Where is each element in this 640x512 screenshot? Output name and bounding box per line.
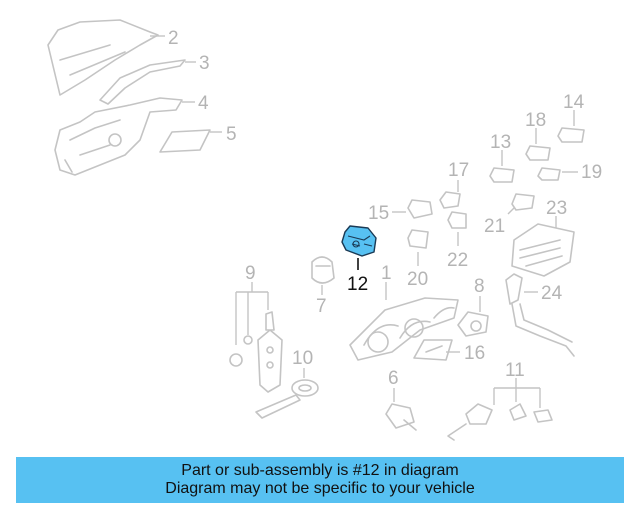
callout-5: 5 xyxy=(226,124,237,145)
callout-24: 24 xyxy=(541,283,563,304)
part-1-instrument-cluster xyxy=(349,282,459,361)
part-23-control-unit xyxy=(511,216,575,277)
info-banner: Part or sub-assembly is #12 in diagram D… xyxy=(16,457,624,503)
callout-12: 12 xyxy=(347,274,368,295)
callout-6: 6 xyxy=(388,368,399,389)
part-5-plate xyxy=(159,129,222,153)
part-24-wiring xyxy=(505,273,575,357)
part-12-switch xyxy=(341,225,377,270)
part-4-bracket xyxy=(54,97,195,176)
callout-2: 2 xyxy=(168,28,179,49)
callout-15: 15 xyxy=(368,203,389,224)
part-15-connector xyxy=(392,199,433,219)
callout-10: 10 xyxy=(292,348,313,369)
parts-diagram: 2 3 4 5 14 18 13 17 19 15 23 21 12 22 9 … xyxy=(47,19,602,441)
callout-19: 19 xyxy=(581,162,602,183)
part-13-switch xyxy=(489,150,515,183)
part-9-key-set xyxy=(229,282,283,393)
part-10-key-blade xyxy=(255,368,319,419)
part-17-switch xyxy=(439,180,461,209)
callout-17: 17 xyxy=(448,160,469,181)
callout-11: 11 xyxy=(505,360,525,381)
part-21-switch xyxy=(507,193,535,215)
callout-1: 1 xyxy=(381,263,392,284)
part-11-sensor-set xyxy=(447,378,553,441)
callout-18: 18 xyxy=(525,110,546,131)
callout-3: 3 xyxy=(199,53,210,74)
callout-22: 22 xyxy=(447,250,468,271)
callout-23: 23 xyxy=(546,198,567,219)
callout-16: 16 xyxy=(464,343,485,364)
part-22-switch xyxy=(447,211,467,246)
banner-line-1: Part or sub-assembly is #12 in diagram xyxy=(181,462,459,479)
callout-8: 8 xyxy=(474,276,485,297)
callout-4: 4 xyxy=(198,93,209,114)
part-2-panel xyxy=(47,19,165,96)
banner-line-2: Diagram may not be specific to your vehi… xyxy=(165,480,475,497)
part-8-sensor xyxy=(457,296,489,337)
callout-14: 14 xyxy=(563,92,585,113)
callout-9: 9 xyxy=(245,263,256,284)
callout-7: 7 xyxy=(316,296,327,317)
callout-13: 13 xyxy=(490,132,511,153)
part-6-switch xyxy=(385,388,417,431)
part-19-switch xyxy=(537,167,578,181)
part-18-switch xyxy=(525,128,551,161)
part-7-knob xyxy=(311,256,335,295)
part-20-switch xyxy=(407,229,429,266)
part-16-panel xyxy=(413,339,460,361)
callout-21: 21 xyxy=(484,216,505,237)
part-14-switch xyxy=(557,110,585,143)
part-3-trim xyxy=(99,59,196,105)
callout-20: 20 xyxy=(407,269,428,290)
